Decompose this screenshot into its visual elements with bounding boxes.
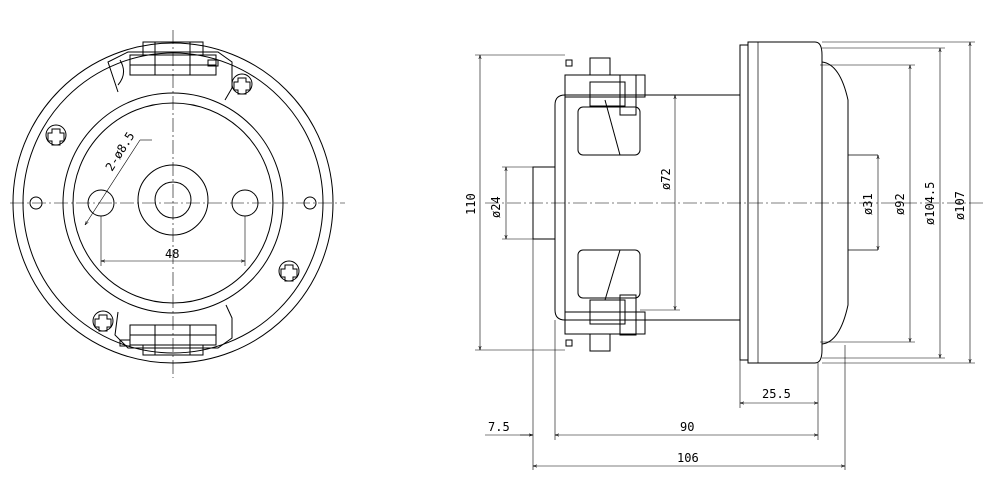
shaft-hole	[154, 181, 192, 219]
outer-flange-circle	[12, 42, 334, 364]
screw-icon	[278, 260, 300, 282]
flange-plate	[739, 44, 749, 361]
fan-housing	[821, 61, 849, 345]
screw-icon	[92, 310, 114, 332]
height-label: 110	[464, 193, 478, 215]
housing-dia-label: ø72	[659, 168, 673, 190]
motor-body-circle	[62, 92, 284, 314]
brush-holder-top	[107, 41, 233, 101]
mount-hole-left	[29, 196, 43, 210]
bolt-hole-leader	[85, 139, 141, 225]
fan-depth-label: 25.5	[762, 387, 791, 401]
max-dia-label: ø107	[953, 191, 967, 220]
brush-holder-bottom	[114, 304, 233, 356]
cover-dia-label: ø104.5	[923, 182, 937, 225]
inner-flange-circle	[22, 52, 324, 354]
mount-hole-right	[303, 196, 317, 210]
side-view: ø92 ø31 ø104.5 ø107 ø72 ø24 110	[464, 41, 985, 470]
fan-dia-label: ø92	[893, 193, 907, 215]
shaft-offset-label: 7.5	[488, 420, 510, 434]
front-view: 2-ø8.5 48	[10, 30, 345, 378]
hub-circle	[137, 164, 209, 236]
body-length-label: 90	[680, 420, 694, 434]
fan-cover	[747, 41, 823, 364]
motor-body	[554, 94, 741, 321]
side-brush-holder-bottom	[564, 249, 646, 352]
side-brush-holder-top	[564, 57, 646, 156]
total-length-label: 106	[677, 451, 699, 465]
screw-icon	[45, 124, 67, 146]
hole-spacing-label: 48	[165, 247, 179, 261]
screw-icon	[231, 73, 253, 95]
shaft-boss-label: ø24	[489, 196, 503, 218]
inlet-dia-label: ø31	[861, 193, 875, 215]
motor-inner-circle	[72, 102, 274, 304]
